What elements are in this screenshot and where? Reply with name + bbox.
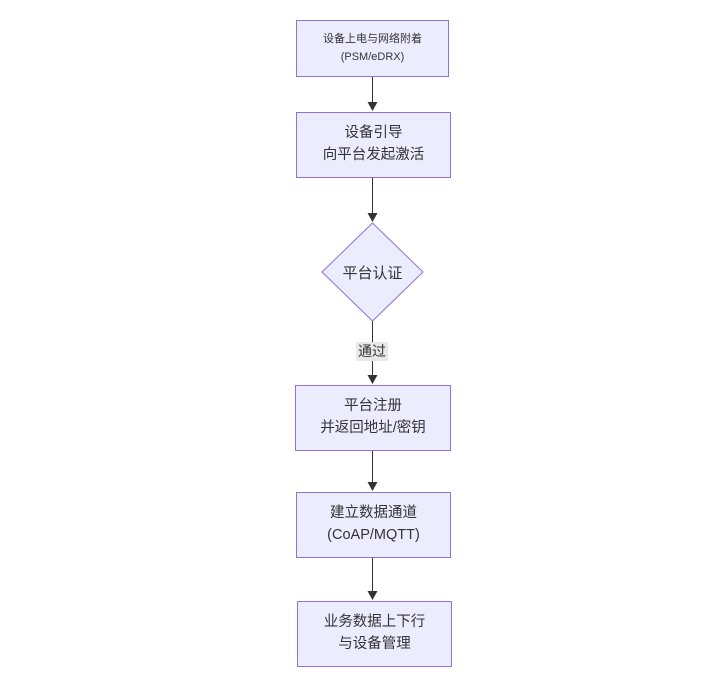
node-platform-register: 平台注册 并返回地址/密钥 bbox=[295, 385, 451, 451]
arrow-channel-to-business bbox=[367, 558, 378, 600]
node-power-network-attach: 设备上电与网络附着 (PSM/eDRX) bbox=[296, 20, 449, 77]
arrow-bootstrap-to-auth bbox=[367, 178, 378, 222]
node-label: 设备引导 向平台发起激活 bbox=[322, 125, 425, 163]
edge-label-pass: 通过 bbox=[356, 342, 388, 361]
decision-diamond-shape bbox=[321, 222, 424, 322]
node-device-bootstrap: 设备引导 向平台发起激活 bbox=[296, 112, 451, 178]
node-label: 建立数据通道 (CoAP/MQTT) bbox=[327, 505, 420, 543]
node-platform-auth: 平台认证 bbox=[322, 223, 423, 321]
node-data-channel: 建立数据通道 (CoAP/MQTT) bbox=[296, 492, 451, 558]
node-label: 平台注册 并返回地址/密钥 bbox=[320, 398, 426, 436]
node-label: 设备上电与网络附着 (PSM/eDRX) bbox=[323, 32, 422, 63]
node-label: 平台认证 bbox=[342, 264, 403, 282]
arrow-power-to-bootstrap bbox=[367, 77, 378, 111]
node-label: 业务数据上下行 与设备管理 bbox=[323, 614, 426, 652]
node-business-data: 业务数据上下行 与设备管理 bbox=[297, 601, 452, 667]
arrow-register-to-channel bbox=[367, 451, 378, 491]
